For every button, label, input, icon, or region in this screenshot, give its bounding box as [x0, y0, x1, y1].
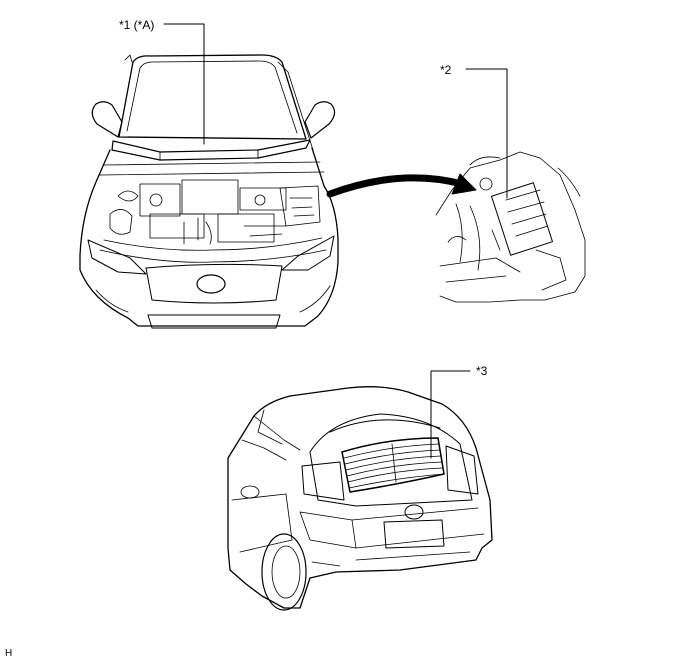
- leader-line-3: [430, 370, 471, 459]
- left-mirror-front: [91, 101, 123, 138]
- leader-line-2: [465, 68, 508, 199]
- engine-compartment: [99, 161, 327, 263]
- right-mirror-front: [304, 101, 336, 139]
- front-body-outline: [79, 147, 339, 327]
- rear-body-outline: [227, 386, 493, 609]
- leader-lines: [163, 23, 508, 459]
- front-grille: [145, 263, 283, 304]
- rear-vehicle-view: [227, 386, 493, 611]
- front-lower-grille: [147, 314, 281, 329]
- engine-bay-detail: [435, 151, 586, 303]
- rear-emblem: [404, 504, 424, 520]
- callout-label-1: *1 (*A): [119, 18, 155, 32]
- fuel-door: [240, 485, 260, 499]
- callout-label-3: *3: [476, 364, 488, 378]
- rear-left-tail-lamp: [301, 461, 345, 501]
- license-plate-area: [383, 519, 445, 549]
- left-headlamp: [87, 239, 147, 275]
- relay-block: [490, 182, 554, 256]
- hood-seal: [111, 139, 311, 161]
- rear-window-defogger: [341, 437, 445, 493]
- corner-code: H: [5, 648, 13, 659]
- rear-wheel-inner: [271, 545, 301, 599]
- callout-label-2: *2: [440, 63, 452, 77]
- open-hood: [118, 54, 314, 151]
- front-emblem: [196, 274, 226, 294]
- detail-arrow: [326, 173, 477, 198]
- rear-wheel-outer: [261, 533, 307, 611]
- right-headlamp: [281, 235, 335, 271]
- front-vehicle-view: [79, 54, 339, 329]
- leader-line-1: [163, 23, 205, 145]
- rear-right-tail-lamp: [445, 445, 479, 495]
